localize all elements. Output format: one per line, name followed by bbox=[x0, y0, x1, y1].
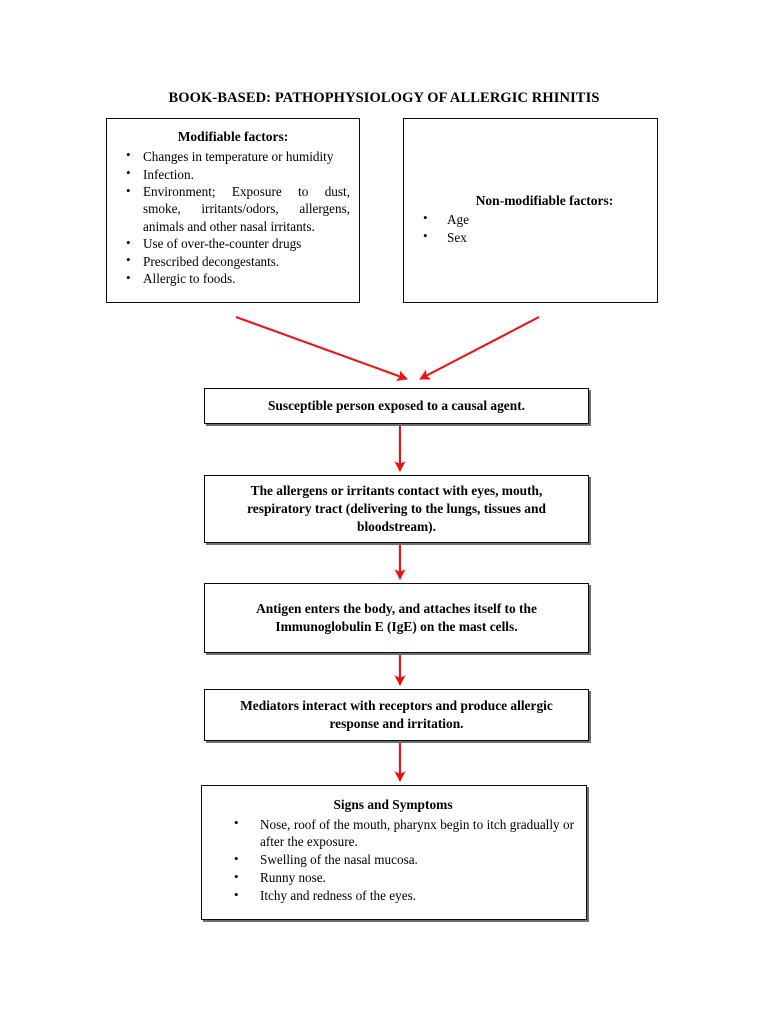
nonmodifiable-factors-heading: Non-modifiable factors: bbox=[475, 193, 614, 208]
nonmodifiable-factors-list: Age Sex bbox=[413, 210, 648, 246]
arrow-modifiable-to-process-1 bbox=[235, 316, 408, 381]
signs-and-symptoms-heading: Signs and Symptoms bbox=[333, 797, 453, 812]
modifiable-factors-box: Modifiable factors: Changes in temperatu… bbox=[106, 118, 360, 303]
process-box-3-text: Antigen enters the body, and attaches it… bbox=[256, 601, 537, 634]
signs-and-symptoms-box: Signs and Symptoms Nose, roof of the mou… bbox=[201, 785, 587, 920]
list-item: Environment; Exposure to dust, smoke, ir… bbox=[116, 183, 350, 234]
nonmodifiable-factors-box: Non-modifiable factors: Age Sex bbox=[403, 118, 658, 303]
process-box-4: Mediators interact with receptors and pr… bbox=[204, 689, 589, 741]
list-item: Nose, roof of the mouth, pharynx begin t… bbox=[212, 815, 574, 850]
list-item: Prescribed decongestants. bbox=[116, 252, 350, 270]
list-item: Allergic to foods. bbox=[116, 270, 350, 287]
list-item: Sex bbox=[413, 228, 648, 246]
modifiable-factors-list: Changes in temperature or humidity Infec… bbox=[116, 147, 350, 288]
list-item: Changes in temperature or humidity bbox=[116, 147, 350, 165]
list-item: Infection. bbox=[116, 165, 350, 183]
process-box-2-text: The allergens or irritants contact with … bbox=[247, 483, 546, 534]
list-item: Itchy and redness of the eyes. bbox=[212, 887, 574, 904]
list-item: Runny nose. bbox=[212, 869, 574, 886]
list-item: Use of over-the-counter drugs bbox=[116, 235, 350, 252]
process-box-1: Susceptible person exposed to a causal a… bbox=[204, 388, 589, 424]
process-box-2: The allergens or irritants contact with … bbox=[204, 475, 589, 543]
modifiable-factors-heading: Modifiable factors: bbox=[177, 129, 289, 144]
signs-and-symptoms-list: Nose, roof of the mouth, pharynx begin t… bbox=[212, 815, 574, 905]
process-box-3: Antigen enters the body, and attaches it… bbox=[204, 583, 589, 653]
arrow-nonmodifiable-to-process-1 bbox=[419, 316, 540, 380]
page-title: BOOK-BASED: PATHOPHYSIOLOGY OF ALLERGIC … bbox=[168, 90, 600, 106]
process-box-4-text: Mediators interact with receptors and pr… bbox=[240, 698, 553, 731]
list-item: Swelling of the nasal mucosa. bbox=[212, 851, 574, 868]
process-box-1-text: Susceptible person exposed to a causal a… bbox=[267, 398, 526, 414]
list-item: Age bbox=[413, 210, 648, 228]
